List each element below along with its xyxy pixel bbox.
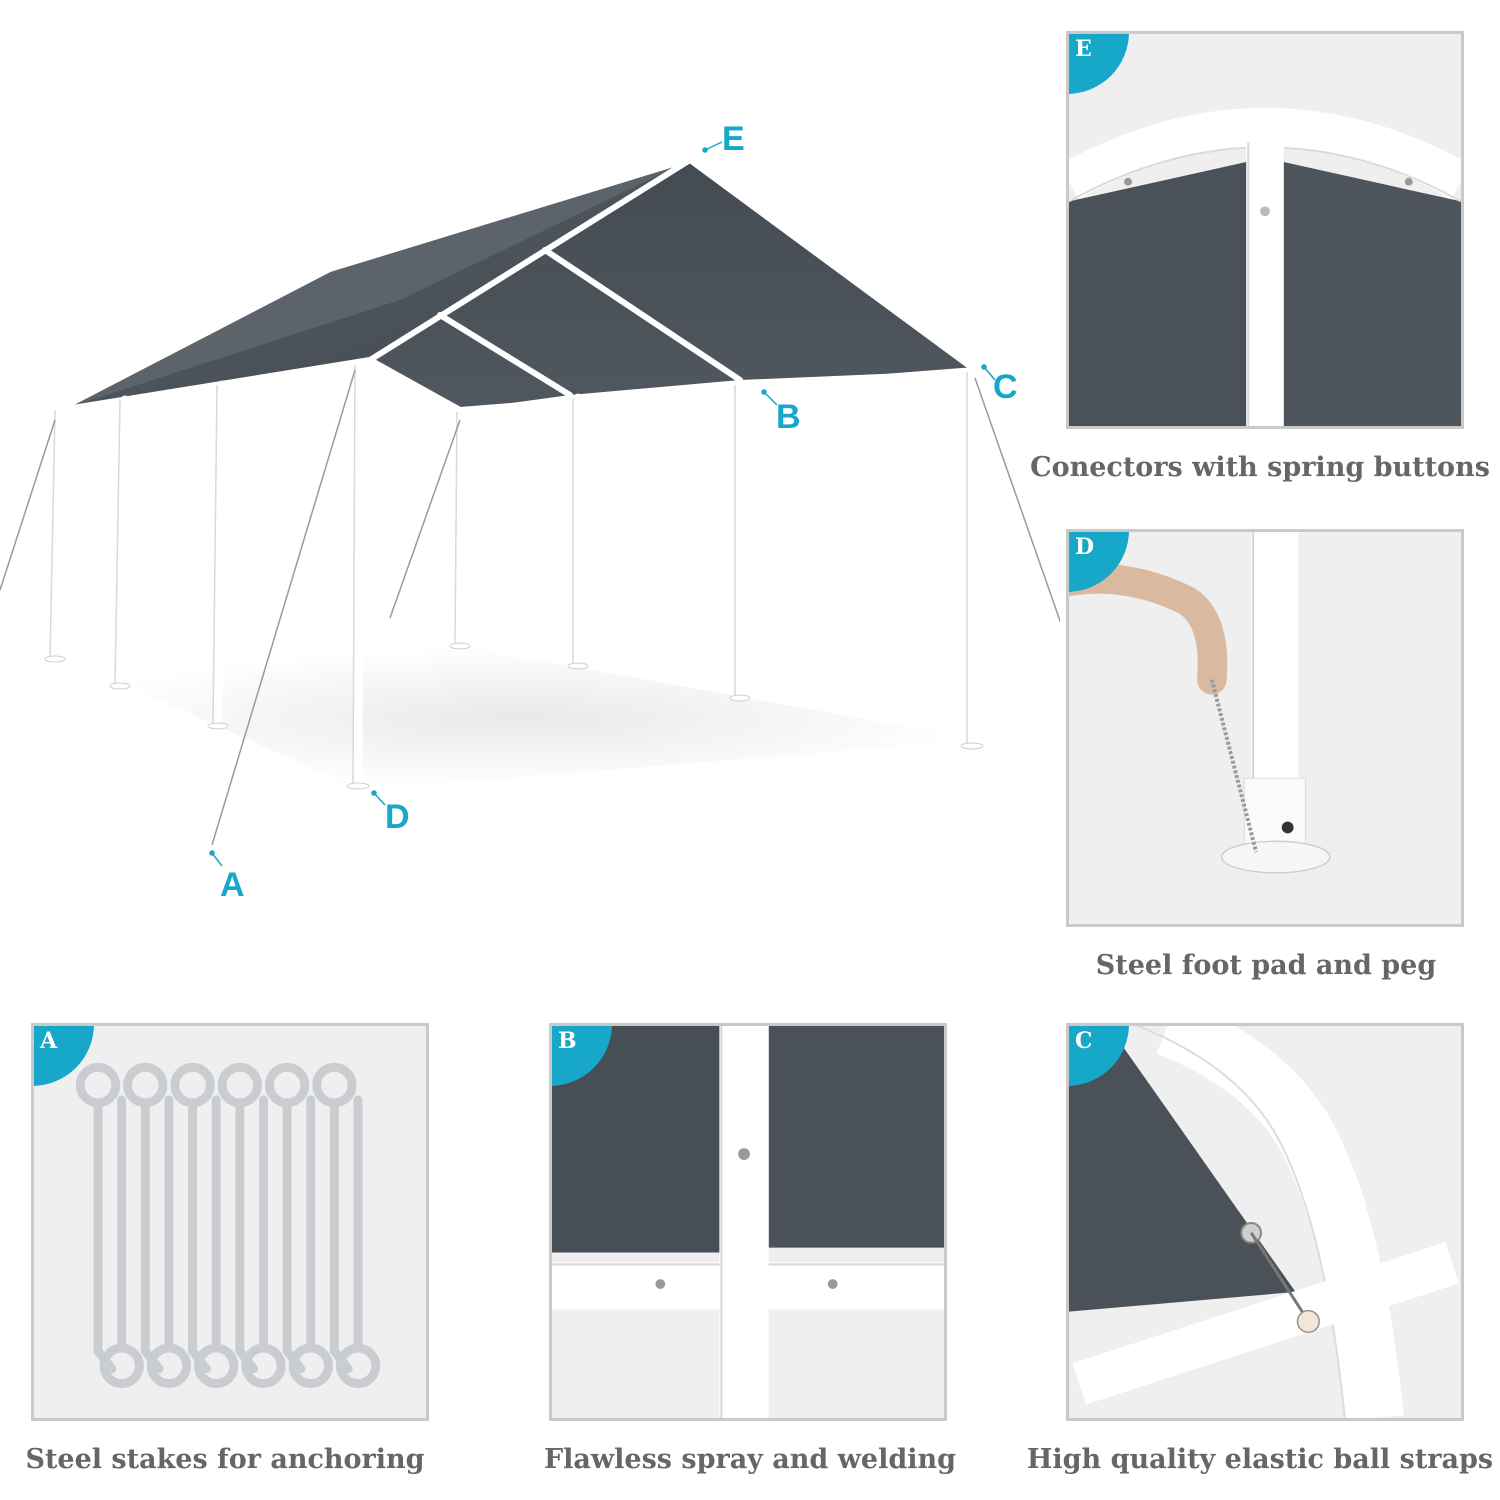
callout-a: A <box>220 866 245 904</box>
steel-stake <box>312 1062 381 1388</box>
canopy-legs <box>50 360 977 790</box>
roof-frame <box>57 156 978 413</box>
guy-ropes <box>0 369 1060 846</box>
steel-stake <box>170 1062 239 1388</box>
caption-stakes: Steel stakes for anchoring <box>25 1444 425 1475</box>
callout-e: E <box>722 120 745 158</box>
detail-panel-d: D <box>1066 529 1464 927</box>
caption-foot-pad: Steel foot pad and peg <box>1095 950 1437 981</box>
caption-connectors: Conectors with spring buttons <box>1030 452 1490 483</box>
detail-panel-e: E <box>1066 31 1464 429</box>
steel-stake <box>123 1062 192 1388</box>
steel-stake <box>75 1062 144 1388</box>
callout-b: B <box>776 398 801 436</box>
ball-strap-photo <box>1069 1026 1461 1418</box>
callout-c: C <box>993 368 1018 406</box>
foot-pads <box>44 642 984 790</box>
detail-panel-b: B <box>549 1023 947 1421</box>
ground-shadow <box>60 648 980 790</box>
steel-stake <box>217 1062 286 1388</box>
callout-leaders <box>209 141 996 867</box>
caption-welding: Flawless spray and welding <box>543 1444 956 1475</box>
foot-pad-photo <box>1069 532 1461 924</box>
stakes-photo <box>34 1026 426 1418</box>
canopy-roof-back <box>60 160 690 410</box>
detail-panel-a: A <box>31 1023 429 1421</box>
caption-ball-straps: High quality elastic ball straps <box>1026 1444 1494 1475</box>
canopy-roof-front <box>370 160 975 410</box>
detail-panel-c: C <box>1066 1023 1464 1421</box>
callout-d: D <box>385 798 410 836</box>
canopy-illustration <box>0 141 1060 867</box>
connector-photo <box>1069 34 1461 426</box>
leg-outlines <box>49 364 968 786</box>
steel-stake <box>264 1062 333 1388</box>
welding-photo <box>552 1026 944 1418</box>
